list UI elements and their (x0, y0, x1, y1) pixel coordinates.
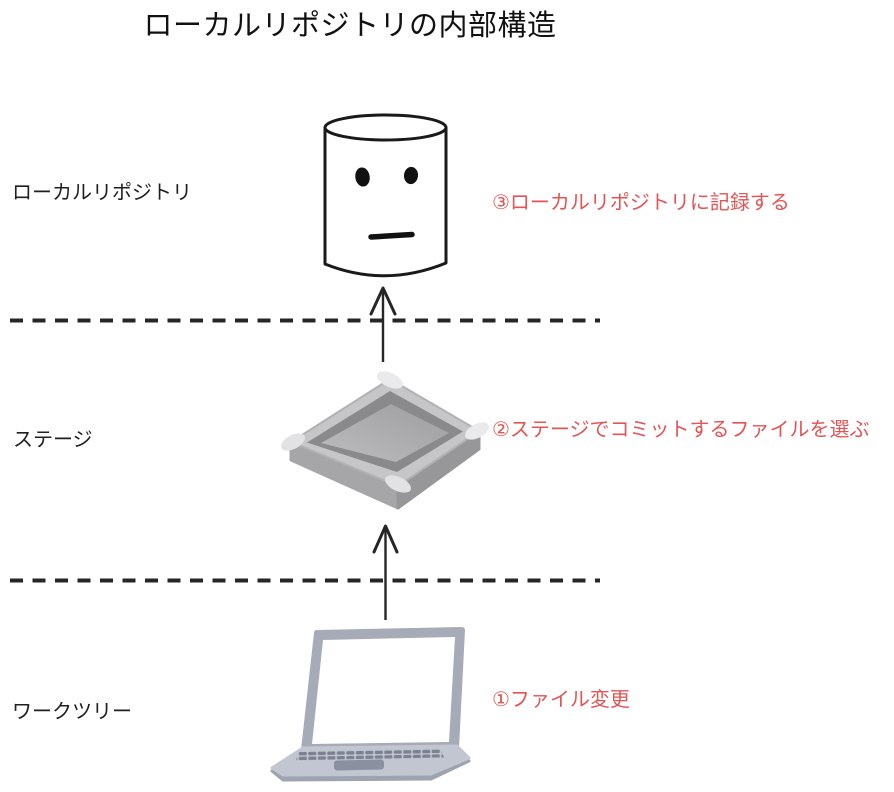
right-eye-icon (403, 166, 419, 185)
mouth-icon (368, 231, 415, 240)
left-eye-icon (355, 167, 370, 187)
diagram-title: ローカルリポジトリの内部構造 (143, 10, 557, 42)
annotation-step-2: ②ステージでコミットするファイルを選ぶ (492, 419, 870, 441)
laptop-screen (312, 637, 455, 744)
annotation-step-1: ①ファイル変更 (492, 689, 630, 711)
layer-label-work-tree: ワークツリー (12, 701, 132, 723)
laptop-icon (270, 627, 471, 782)
layer-label-local-repository: ローカルリポジトリ (12, 182, 192, 204)
layer-label-stage: ステージ (13, 429, 93, 451)
arrow-worktree-to-stage-icon (372, 524, 399, 620)
annotation-step-3: ③ローカルリポジトリに記録する (492, 192, 790, 214)
repository-cylinder-icon (323, 113, 448, 278)
arrow-stage-to-repository-icon (369, 286, 397, 362)
laptop-trackpad (333, 759, 385, 771)
stage-tray-icon (281, 371, 489, 510)
laptop-keyboard (296, 748, 444, 761)
